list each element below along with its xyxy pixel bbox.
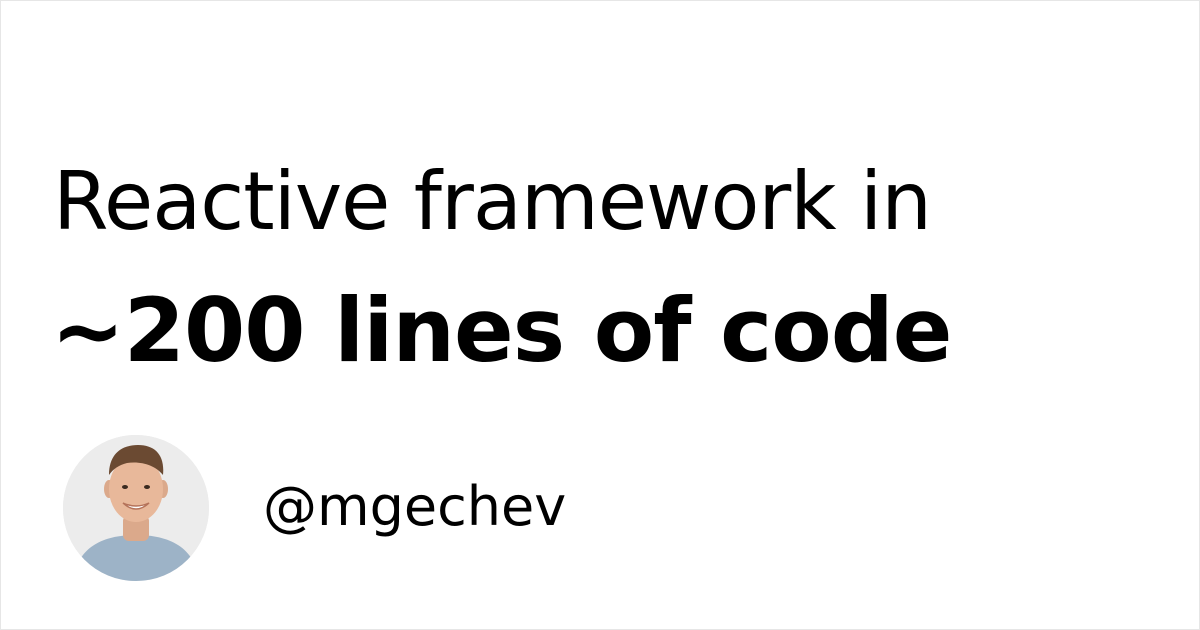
person-photo-icon [63, 435, 209, 581]
headline-line-2: ~200 lines of code [51, 279, 952, 382]
headline-line-1: Reactive framework in [53, 155, 932, 248]
author-handle: @mgechev [263, 475, 567, 538]
avatar [63, 435, 209, 581]
